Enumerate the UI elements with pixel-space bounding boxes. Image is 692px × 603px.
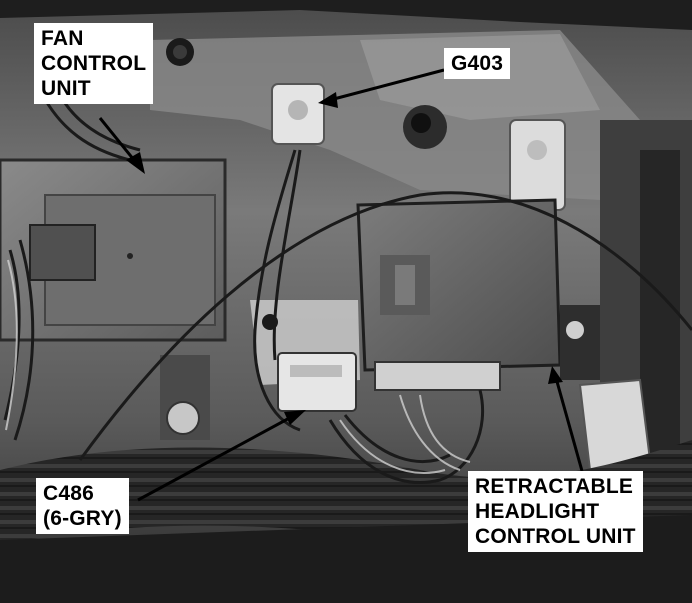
c486-connector: [277, 352, 357, 412]
relay-stud-nut: [566, 321, 584, 339]
retractable-headlight-control-unit-label: RETRACTABLE HEADLIGHT CONTROL UNIT: [468, 471, 643, 552]
lower-mount-bolt: [166, 401, 200, 435]
ground-g403-bolt: [288, 100, 308, 120]
connector-c486-label: C486 (6-GRY): [36, 478, 129, 534]
fan-control-unit-label: FAN CONTROL UNIT: [34, 23, 154, 104]
fan-control-mark: [127, 253, 133, 259]
c486-connector-latch: [290, 365, 342, 377]
ground-g403-label: G403: [444, 48, 511, 79]
relay-stud-base: [560, 305, 600, 380]
arrowhead-fan: [126, 152, 145, 174]
mounting-clip: [509, 119, 566, 211]
relay-label-text-block: [395, 265, 415, 305]
hood-edge: [0, 0, 692, 30]
arrowhead-headlight: [548, 366, 563, 384]
arrow-headlight-unit: [554, 377, 584, 472]
bolt-head-center: [173, 45, 187, 59]
bolt-head-center: [411, 113, 431, 133]
mounting-clip-bolt: [527, 140, 547, 160]
arrowhead-c486: [284, 410, 306, 425]
wiring-harness-highlights: [5, 259, 471, 474]
arrow-g403: [329, 68, 445, 102]
arrowheads: [126, 92, 563, 425]
fan-control-connector: [29, 224, 96, 281]
relay-connector: [374, 361, 501, 391]
arrowhead-g403: [318, 92, 338, 108]
arrow-c486: [137, 413, 296, 502]
side-panel-shadow: [640, 150, 680, 480]
